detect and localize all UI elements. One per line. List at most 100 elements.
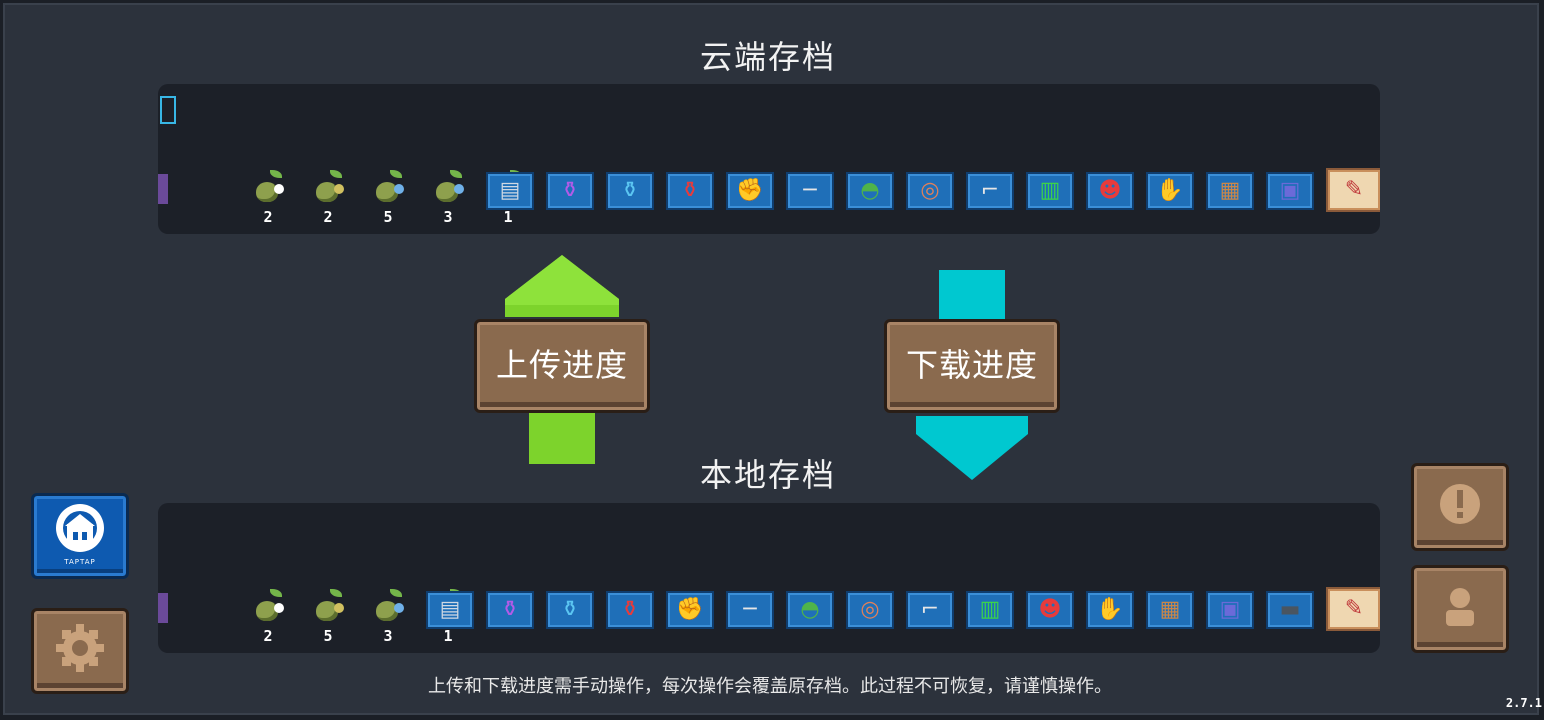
inventory-slot[interactable]: ☻ (1086, 172, 1134, 210)
seed-icon[interactable] (308, 585, 348, 629)
seed-count: 2 (263, 208, 273, 226)
seed-icon[interactable] (308, 166, 348, 210)
seed-partial-icon[interactable] (158, 593, 168, 623)
tank-icon: ▬ (1279, 597, 1301, 622)
red-potion-icon: ⚱ (680, 178, 700, 203)
inventory-slot[interactable]: ◓ (786, 591, 834, 629)
torch-icon: ✋ (1096, 597, 1124, 622)
notice-button[interactable] (1411, 463, 1509, 551)
inventory-slot[interactable]: ⚱ (606, 591, 654, 629)
inventory-slot[interactable]: ▥ (966, 591, 1014, 629)
inventory-slot[interactable]: ▬ (1266, 591, 1314, 629)
settings-button[interactable] (31, 608, 129, 694)
shield-target-icon: ◎ (860, 597, 880, 622)
download-arrow-icon (916, 416, 1028, 480)
local-save-panel[interactable]: 2 5 3 1 ▤ ⚱ ⚱ ⚱ ✊ ─ ◓ ◎ ⌐ ▥ ☻ ✋ ▦ ▣ ▬ ✎ (158, 503, 1380, 653)
cloud-chip-icon (160, 96, 176, 124)
inventory-slot[interactable]: ◎ (906, 172, 954, 210)
inventory-slot[interactable]: ⚱ (486, 591, 534, 629)
battery-icon: ▥ (979, 597, 1001, 622)
inventory-slot[interactable]: ▦ (1206, 172, 1254, 210)
seed-icon[interactable] (368, 166, 408, 210)
inventory-slot[interactable]: ✋ (1086, 591, 1134, 629)
seed-partial-icon[interactable] (158, 174, 168, 204)
inventory-slot[interactable]: ☻ (1026, 591, 1074, 629)
green-ufo-icon: ◓ (860, 178, 880, 203)
sword-icon: ─ (743, 597, 757, 622)
inventory-slot[interactable]: ⚱ (666, 172, 714, 210)
revolver-icon: ⌐ (980, 178, 1000, 203)
toolbox-icon: ▤ (439, 597, 461, 622)
seed-count: 2 (263, 627, 273, 645)
battery-icon: ▥ (1039, 178, 1061, 203)
seed-count: 2 (323, 208, 333, 226)
seed-count: 3 (383, 627, 393, 645)
blue-potion-icon: ⚱ (620, 178, 640, 203)
inventory-slot[interactable]: ⚱ (546, 172, 594, 210)
inventory-slot[interactable]: ◎ (846, 591, 894, 629)
revolver-icon: ⌐ (920, 597, 940, 622)
inventory-slot[interactable]: ✊ (726, 172, 774, 210)
seed-count: 1 (443, 627, 453, 645)
purple-potion-icon: ⚱ (500, 597, 520, 622)
exclamation-icon (1440, 484, 1480, 524)
user-icon (1446, 588, 1474, 626)
inventory-slot[interactable]: ◓ (846, 172, 894, 210)
skull-mask-icon: ☻ (1038, 597, 1062, 622)
map-scroll-icon: ✎ (1344, 596, 1364, 621)
inventory-slot[interactable]: ✎ (1326, 587, 1380, 631)
inventory-slot[interactable]: ⚱ (546, 591, 594, 629)
seed-count: 3 (443, 208, 453, 226)
download-progress-label: 下载进度 (905, 346, 1038, 384)
blue-potion-icon: ⚱ (560, 597, 580, 622)
inventory-slot[interactable]: ▦ (1146, 591, 1194, 629)
profile-button[interactable] (1411, 565, 1509, 653)
warning-notice: 上传和下载进度需手动操作，每次操作会覆盖原存档。此过程不可恢复，请谨慎操作。 (428, 676, 1112, 697)
inventory-slot[interactable]: ▣ (1266, 172, 1314, 210)
taptap-logo-icon (56, 503, 104, 552)
arcade-machine-icon: ▣ (1219, 597, 1241, 622)
wooden-door-icon: ▦ (1159, 597, 1181, 622)
upload-progress-button[interactable]: 上传进度 (474, 319, 650, 413)
red-potion-icon: ⚱ (620, 597, 640, 622)
local-save-title: 本地存档 (699, 456, 836, 494)
upload-arrow-shaft (529, 410, 595, 464)
inventory-slot[interactable]: ✊ (666, 591, 714, 629)
taptap-login-button[interactable]: TAPTAP (31, 493, 129, 579)
download-progress-button[interactable]: 下载进度 (884, 319, 1060, 413)
inventory-slot[interactable]: ⌐ (906, 591, 954, 629)
map-scroll-icon: ✎ (1344, 177, 1364, 202)
taptap-logo-text: TAPTAP (64, 558, 96, 566)
seed-icon[interactable] (428, 166, 468, 210)
sword-icon: ─ (803, 178, 817, 203)
wooden-door-icon: ▦ (1219, 178, 1241, 203)
cloud-save-title: 云端存档 (699, 38, 836, 76)
inventory-slot[interactable]: ✎ (1326, 168, 1380, 212)
upload-arrow-icon (505, 255, 619, 317)
inventory-slot[interactable]: ▤ (426, 591, 474, 629)
inventory-slot[interactable]: ─ (786, 172, 834, 210)
inventory-slot[interactable]: ⌐ (966, 172, 1014, 210)
inventory-slot[interactable]: ▥ (1026, 172, 1074, 210)
inventory-slot[interactable]: ⚱ (606, 172, 654, 210)
inventory-slot[interactable]: ▤ (486, 172, 534, 210)
seed-count: 1 (503, 208, 513, 226)
inventory-slot[interactable]: ✋ (1146, 172, 1194, 210)
gauntlet-icon: ✊ (736, 178, 764, 203)
arcade-machine-icon: ▣ (1279, 178, 1301, 203)
version-label: 2.7.1 (1505, 696, 1542, 710)
seed-icon[interactable] (248, 585, 288, 629)
inventory-slot[interactable]: ▣ (1206, 591, 1254, 629)
green-ufo-icon: ◓ (800, 597, 820, 622)
skull-mask-icon: ☻ (1098, 178, 1122, 203)
seed-icon[interactable] (368, 585, 408, 629)
torch-icon: ✋ (1156, 178, 1184, 203)
download-arrow-shaft (939, 270, 1005, 320)
gauntlet-icon: ✊ (676, 597, 704, 622)
purple-potion-icon: ⚱ (560, 178, 580, 203)
inventory-slot[interactable]: ─ (726, 591, 774, 629)
seed-count: 5 (323, 627, 333, 645)
seed-icon[interactable] (248, 166, 288, 210)
